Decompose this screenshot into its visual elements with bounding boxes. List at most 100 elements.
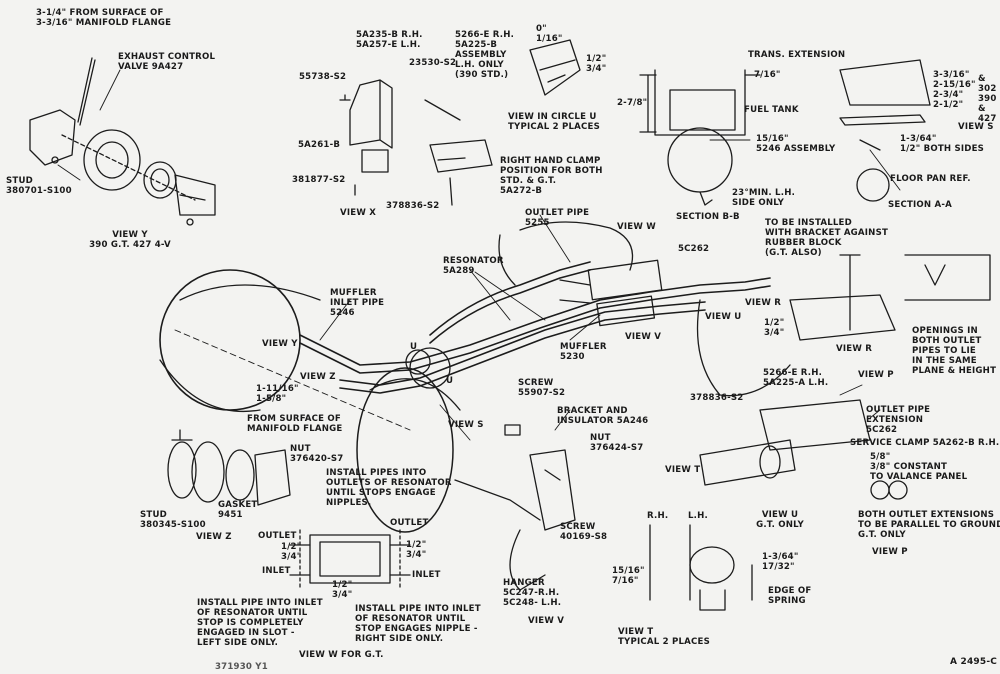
fuel-tank-label: FUEL TANK — [744, 105, 799, 115]
view-z-title: VIEW Z — [196, 532, 232, 542]
view-v-title: VIEW V — [528, 616, 565, 626]
section-bb-5246-assembly: 15/16" 5246 ASSEMBLY — [756, 134, 836, 154]
view-z-flange-note: FROM SURFACE OF MANIFOLD FLANGE — [247, 414, 343, 434]
view-v-drawing — [454, 424, 576, 591]
view-t-callout: VIEW T — [665, 465, 701, 475]
muffler-label: MUFFLER 5230 — [560, 342, 607, 362]
view-s-drawing — [839, 59, 931, 202]
view-u-circle-title: VIEW IN CIRCLE U TYPICAL 2 PLACES — [508, 112, 600, 132]
axle-centerline — [174, 329, 411, 431]
diagram-id: A 2495-C — [950, 657, 998, 667]
view-w-left-install-note: INSTALL PIPE INTO INLET OF RESONATOR UNT… — [197, 598, 323, 648]
section-bb-min-angle: 23°MIN. L.H. SIDE ONLY — [732, 188, 796, 208]
exhaust-pipe-main — [299, 261, 771, 394]
rear-tire — [159, 269, 321, 413]
view-r-install-note: TO BE INSTALLED WITH BRACKET AGAINST RUB… — [765, 218, 889, 258]
view-w-outlets-note: INSTALL PIPES INTO OUTLETS OF RESONATOR … — [326, 468, 452, 508]
view-t-edge-of-spring: EDGE OF SPRING — [768, 586, 812, 606]
view-x-part-5266e: 5266-E R.H. 5A225-B ASSEMBLY L.H. ONLY (… — [455, 30, 515, 80]
view-p-drawing — [699, 399, 908, 500]
view-r-title: VIEW R — [836, 344, 873, 354]
view-w-right-install-note: INSTALL PIPE INTO INLET OF RESONATOR UNT… — [355, 604, 481, 644]
view-r-dims: 1/2" 3/4" — [764, 318, 785, 338]
view-u-circle-drawing — [529, 39, 581, 96]
section-bb-drawing — [639, 69, 761, 206]
view-y-title: VIEW Y — [112, 230, 148, 240]
view-x-part-378836: 378836-S2 — [386, 201, 440, 211]
view-x-title: VIEW X — [340, 208, 377, 218]
view-r-openings-note: OPENINGS IN BOTH OUTLET PIPES TO LIE IN … — [912, 326, 997, 376]
view-p-valance-note: 5/8" 3/8" CONSTANT TO VALANCE PANEL — [870, 452, 968, 482]
view-u-callout: VIEW U — [705, 312, 742, 322]
section-aa-title: SECTION A-A — [888, 200, 952, 210]
view-p-outlet-extension: OUTLET PIPE EXTENSION 5C262 — [866, 405, 931, 435]
view-x-part-23530: 23530-S2 — [409, 58, 457, 68]
view-p-service-clamp: SERVICE CLAMP 5A262-B R.H. — [850, 438, 1000, 448]
view-x-part-5a261: 5A261-B — [298, 140, 341, 150]
view-t-title: VIEW T TYPICAL 2 PLACES — [618, 627, 710, 647]
view-w-dims-center: 1/2" 3/4" — [332, 580, 353, 600]
view-t-rh: R.H. — [647, 511, 669, 521]
section-bb-dim-7-16: 7/16" — [754, 70, 781, 80]
u-circle-2 — [409, 347, 451, 389]
view-z-gasket-label: GASKET 9451 — [218, 500, 258, 520]
view-z-callout: VIEW Z — [300, 372, 336, 382]
view-t-lh: L.H. — [688, 511, 708, 521]
muffler-inlet-pipe-label: MUFFLER INLET PIPE 5246 — [330, 288, 385, 318]
view-s-title: VIEW S — [958, 122, 994, 132]
view-p-callout: VIEW P — [858, 370, 894, 380]
view-w-faint-part-number: 371930 Y1 — [215, 662, 268, 672]
leader-lines — [57, 69, 901, 441]
view-x-part-381877: 381877-S2 — [292, 175, 346, 185]
view-w-outlet-left: OUTLET — [258, 531, 297, 541]
view-x-part-5a235: 5A235-B R.H. 5A257-E L.H. — [356, 30, 423, 50]
view-w-dims-left: 1/2" 3/4" — [281, 542, 302, 562]
view-p-title: VIEW P — [872, 547, 908, 557]
view-v-screw-55907: SCREW 55907-S2 — [518, 378, 566, 398]
view-v-callout: VIEW V — [625, 332, 662, 342]
view-t-dims-right: 1-3/64" 17/32" — [762, 552, 799, 572]
view-y-stud-label: STUD 380701-S100 — [6, 176, 72, 196]
view-w-callout: VIEW W — [617, 222, 656, 232]
part-5c262-label: 5C262 — [678, 244, 710, 254]
exhaust-control-valve-label: EXHAUST CONTROL VALVE 9A427 — [118, 52, 216, 72]
front-wheel — [498, 221, 791, 397]
view-v-nut-label: NUT 376424-S7 — [590, 433, 644, 453]
outlet-pipe-label: OUTLET PIPE 5255 — [525, 208, 590, 228]
view-v-hanger-label: HANGER 5C247-R.H. 5C248- L.H. — [503, 578, 562, 608]
view-w-title: VIEW W FOR G.T. — [299, 650, 384, 660]
view-u-circle-dim-top: 0" 1/16" — [536, 24, 563, 44]
view-p-part-5266e: 5266-E R.H. 5A225-A L.H. — [763, 368, 829, 388]
u-marker-1: U — [410, 342, 418, 352]
trans-extension-label: TRANS. EXTENSION — [748, 50, 846, 60]
view-y-flange-note: 3-1/4" FROM SURFACE OF 3-3/16" MANIFOLD … — [36, 8, 172, 28]
view-x-part-55738: 55738-S2 — [299, 72, 347, 82]
view-r-drawing — [789, 254, 991, 341]
view-s-dims: 3-3/16" 2-15/16" 2-3/4" 2-1/2" — [933, 70, 976, 110]
view-y-subtitle: 390 G.T. 427 4-V — [89, 240, 171, 250]
view-t-drawing — [649, 524, 753, 611]
view-w-drawing — [289, 529, 411, 591]
floor-pan-ref-label: FLOOR PAN REF. — [890, 174, 971, 184]
view-y-drawing — [29, 57, 216, 226]
view-s-callout: VIEW S — [448, 420, 484, 430]
view-x-clamp-note: RIGHT HAND CLAMP POSITION FOR BOTH STD. … — [500, 156, 603, 196]
view-u-circle-dim-right: 1/2" 3/4" — [586, 54, 607, 74]
view-p-parallel-note: BOTH OUTLET EXTENSIONS TO BE PARALLEL TO… — [858, 510, 1000, 540]
view-w-inlet-right: INLET — [412, 570, 441, 580]
view-z-dims: 1-11/16" 1-5/8" — [256, 384, 299, 404]
view-v-bracket-label: BRACKET AND INSULATOR 5A246 — [557, 406, 649, 426]
view-z-nut-label: NUT 376420-S7 — [290, 444, 344, 464]
view-z-stud-label: STUD 380345-S100 — [140, 510, 206, 530]
section-bb-dim-2-7-8: 2-7/8" — [617, 98, 648, 108]
view-w-outlet-right: OUTLET — [390, 518, 429, 528]
view-s-engine-codes: & 302 390 & 427 — [978, 74, 997, 124]
view-z-drawing — [167, 429, 291, 506]
u-circle-1 — [405, 349, 431, 375]
view-p-part-378836: 378836-S2 — [690, 393, 744, 403]
view-w-dims-right: 1/2" 3/4" — [406, 540, 427, 560]
view-w-inlet-left: INLET — [262, 566, 291, 576]
view-v-screw-40169: SCREW 40169-S8 — [560, 522, 608, 542]
u-marker-2: U — [446, 376, 454, 386]
